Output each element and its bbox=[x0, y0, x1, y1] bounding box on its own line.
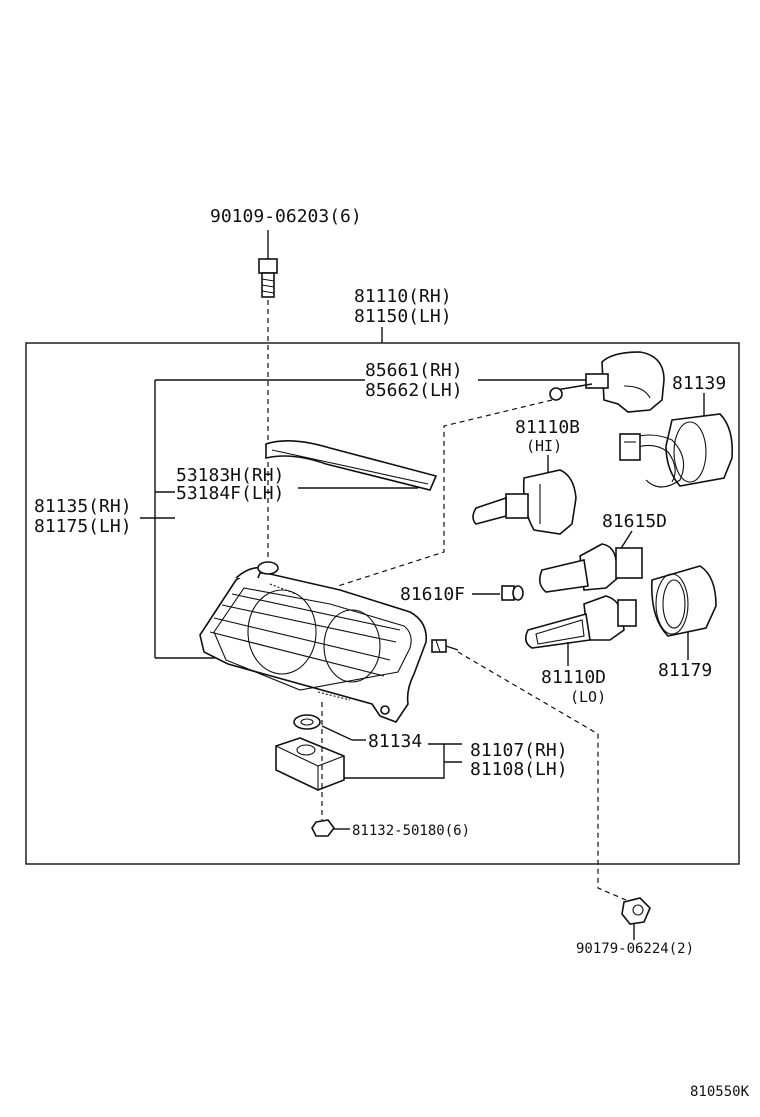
label-unit-rh: 81135(RH) bbox=[34, 496, 132, 517]
label-headlamp-rh: 81110(RH) bbox=[354, 286, 452, 307]
nut-90179[interactable] bbox=[621, 897, 651, 925]
hid-bulb-81615d[interactable] bbox=[538, 543, 643, 593]
label-hid-bulb: 81615D bbox=[602, 511, 667, 532]
socket-85661[interactable] bbox=[549, 351, 665, 413]
label-headlamp-lh: 81150(LH) bbox=[354, 306, 452, 327]
label-nut-90179: 90179-06224(2) bbox=[576, 941, 694, 957]
bolt-90109[interactable] bbox=[258, 258, 278, 298]
dashed-line-socket-path bbox=[337, 399, 553, 587]
label-bulb-81610f: 81610F bbox=[400, 584, 465, 605]
label-ballast-rh: 81107(RH) bbox=[470, 740, 568, 761]
label-unit-lh: 81175(LH) bbox=[34, 516, 132, 537]
label-grommet-81134: 81134 bbox=[368, 731, 422, 752]
gasket-53183h[interactable] bbox=[265, 440, 438, 491]
leader-grommet bbox=[321, 725, 353, 741]
dashed-line-nut-path bbox=[457, 651, 627, 901]
ballast-81107[interactable] bbox=[275, 737, 345, 791]
leader-hid-bulb bbox=[619, 530, 633, 551]
label-gasket-lh: 53184F(LH) bbox=[176, 483, 284, 504]
bulb-81110b[interactable] bbox=[472, 469, 577, 535]
headlamp-stud bbox=[431, 639, 459, 653]
label-bulb-hi: 81110B bbox=[515, 417, 580, 438]
label-gasket-rh: 53183H(RH) bbox=[176, 465, 284, 486]
label-cap-81179: 81179 bbox=[658, 660, 712, 681]
nut-81132[interactable] bbox=[311, 819, 335, 837]
diagram-code: 810550K bbox=[690, 1084, 750, 1100]
label-socket-rh: 85661(RH) bbox=[365, 360, 463, 381]
label-ballast-lh: 81108(LH) bbox=[470, 759, 568, 780]
label-bulb-hi-note: (HI) bbox=[526, 437, 562, 455]
grommet-81134[interactable] bbox=[293, 714, 321, 730]
bulb-81110d[interactable] bbox=[524, 595, 637, 649]
cover-81139[interactable] bbox=[619, 413, 734, 488]
bulb-81610f[interactable] bbox=[501, 585, 524, 601]
bracket-ballast bbox=[344, 744, 445, 779]
label-bulb-lo-note: (LO) bbox=[570, 688, 606, 706]
label-socket-lh: 85662(LH) bbox=[365, 380, 463, 401]
cap-81179[interactable] bbox=[651, 565, 717, 637]
label-cover-81139: 81139 bbox=[672, 373, 726, 394]
label-nut-81132: 81132-50180(6) bbox=[352, 823, 470, 839]
label-bulb-lo: 81110D bbox=[541, 667, 606, 688]
headlamp-body[interactable] bbox=[199, 561, 427, 723]
label-bolt-90109: 90109-06203(6) bbox=[210, 206, 362, 227]
